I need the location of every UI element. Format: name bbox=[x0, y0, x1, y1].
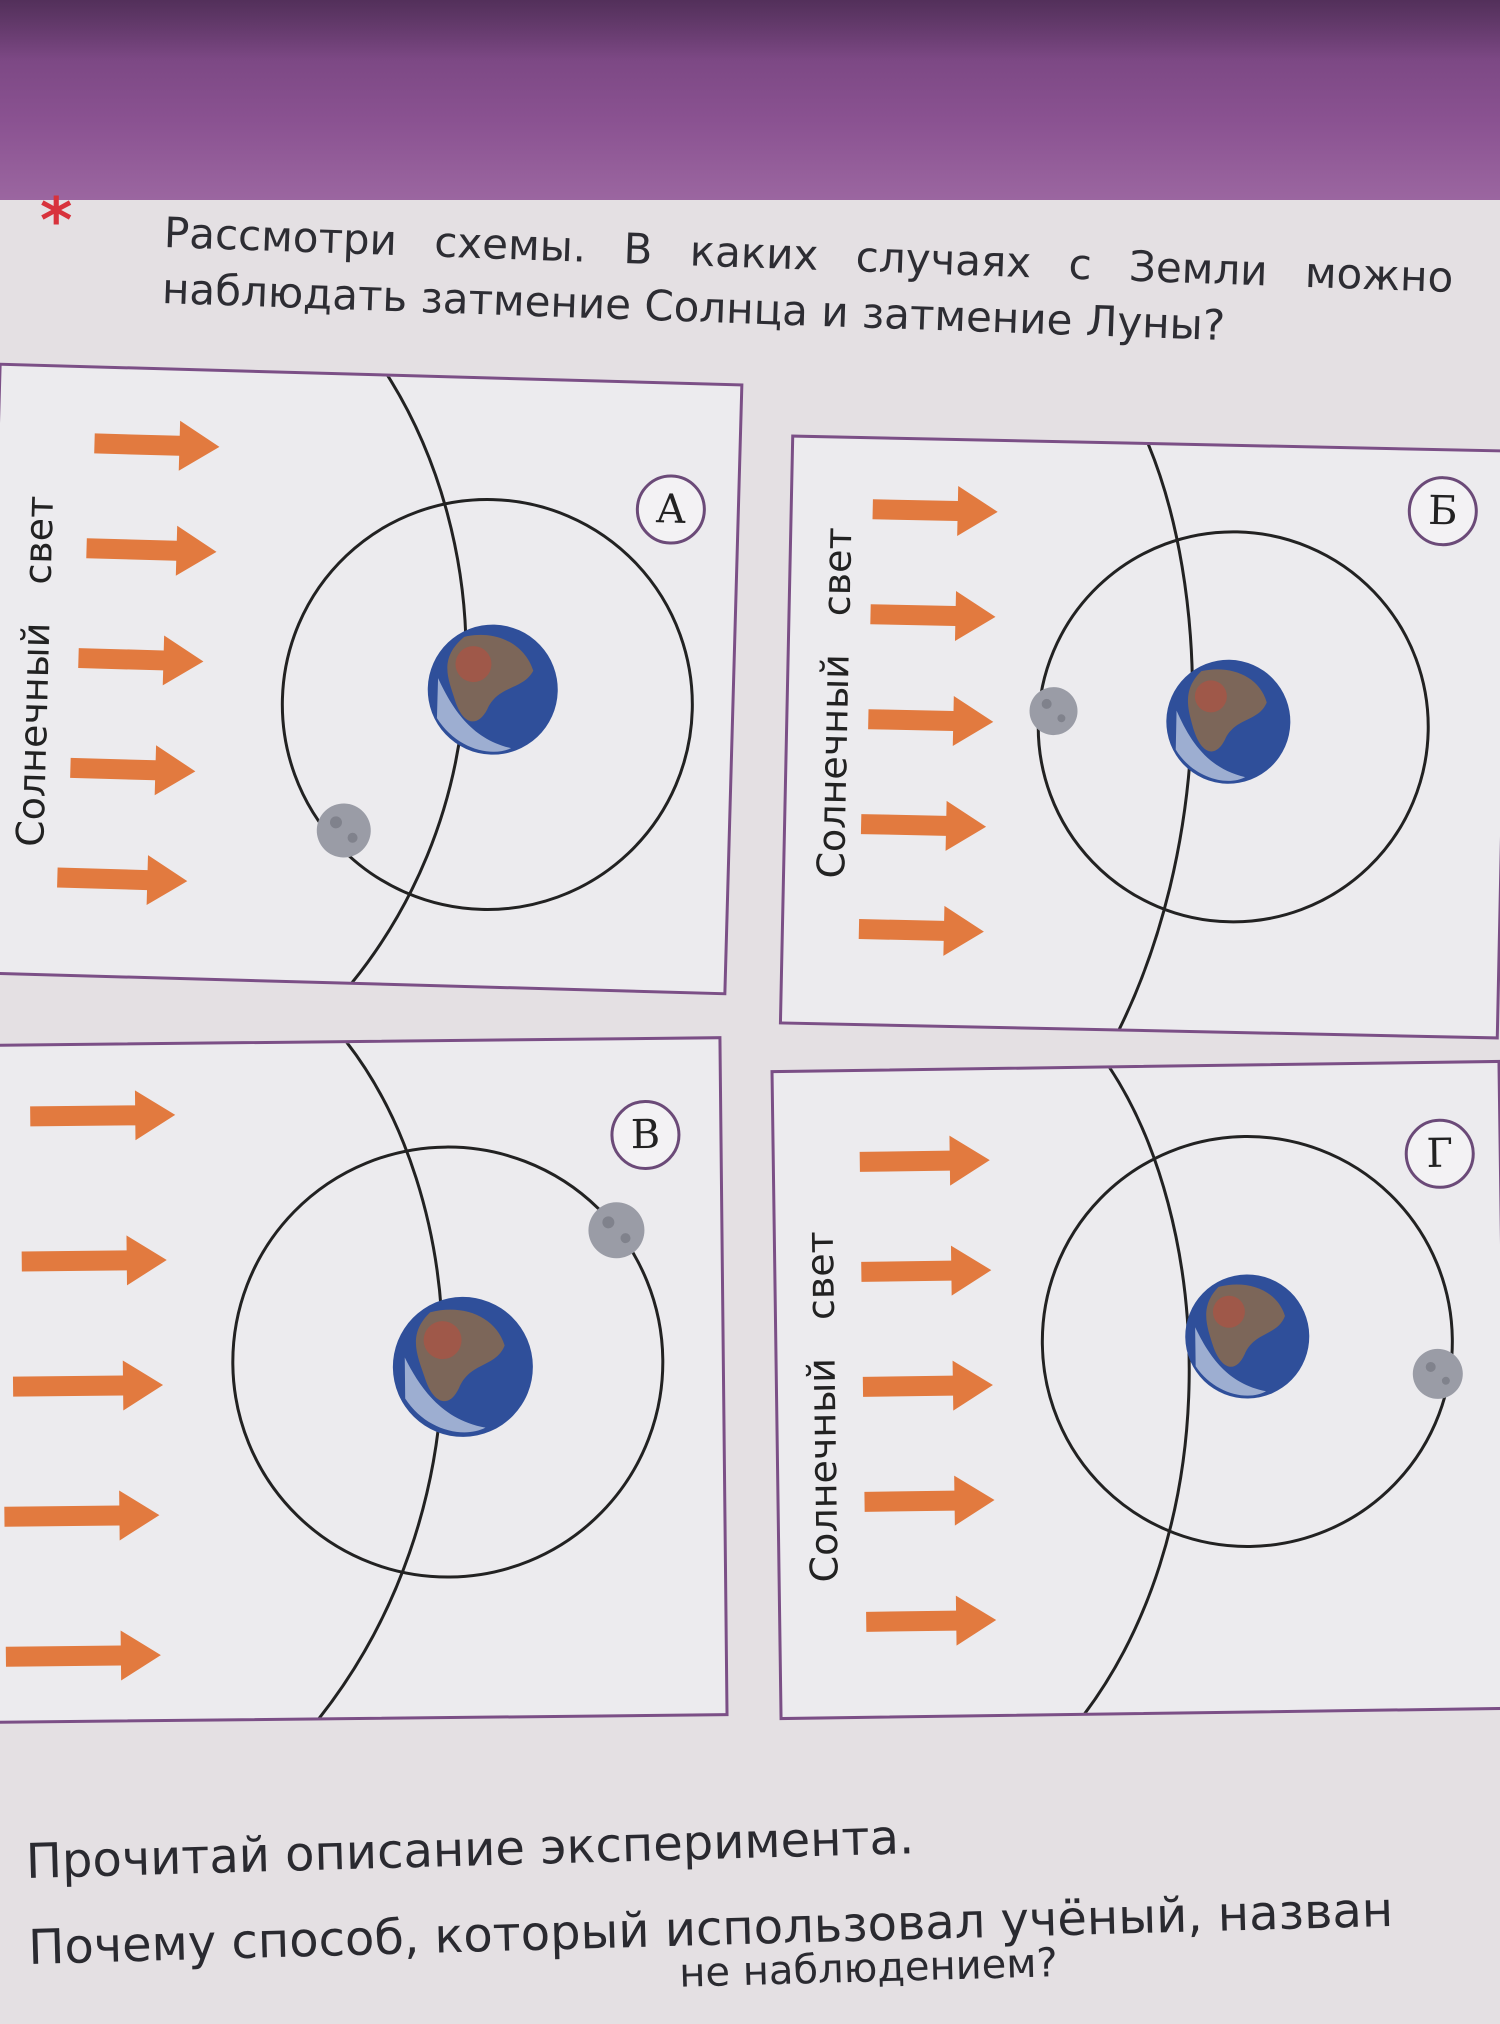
sun-light-arrow-icon bbox=[864, 1475, 995, 1526]
sun-light-arrow-icon bbox=[870, 591, 996, 641]
diagram-panel-a: А Солнечный свет bbox=[0, 362, 744, 996]
sun-light-arrows bbox=[57, 420, 220, 906]
diagram-a-drawing bbox=[57, 365, 694, 996]
moon-orbit bbox=[231, 1145, 665, 1579]
moon-icon bbox=[1412, 1348, 1463, 1399]
sun-light-arrow-icon bbox=[860, 800, 987, 851]
sun-light-arrow-icon bbox=[861, 1245, 992, 1296]
diagram-v-drawing bbox=[4, 1039, 665, 1724]
header-shadow bbox=[0, 0, 1500, 60]
sun-light-arrow-icon bbox=[86, 525, 217, 576]
sun-light-arrow-icon bbox=[78, 635, 204, 686]
sun-light-arrow-icon bbox=[858, 905, 984, 956]
sun-light-arrow-icon bbox=[862, 1360, 993, 1411]
sun-light-arrow-icon bbox=[866, 1595, 997, 1646]
sun-light-arrow-icon bbox=[94, 420, 220, 471]
sun-light-arrows bbox=[4, 1090, 176, 1681]
moon-icon bbox=[588, 1202, 645, 1259]
panel-label-v: В bbox=[610, 1099, 681, 1171]
earth-icon bbox=[1166, 659, 1291, 784]
header-band bbox=[0, 0, 1500, 200]
asterisk-icon: * bbox=[40, 184, 73, 257]
next-task-text: Прочитай описание эксперимента. Почему с… bbox=[25, 1789, 1500, 2024]
sun-light-arrow-icon bbox=[21, 1235, 167, 1286]
next-task-line-1: Прочитай описание эксперимента. bbox=[25, 1809, 915, 1890]
task-question: Рассмотри схемы. В каких случаях с Земли… bbox=[161, 205, 1454, 362]
sun-light-arrow-icon bbox=[872, 486, 998, 537]
moon-icon bbox=[1029, 687, 1078, 736]
sun-light-arrow-icon bbox=[5, 1630, 161, 1681]
earth-icon bbox=[427, 624, 558, 755]
diagram-g-drawing bbox=[859, 1062, 1463, 1721]
sun-light-label: Солнечный свет bbox=[797, 1230, 847, 1583]
moon-icon bbox=[316, 803, 371, 858]
sun-light-arrow-icon bbox=[859, 1135, 990, 1186]
sun-light-arrow-icon bbox=[70, 745, 196, 796]
diagram-panel-b: Б Солнечный свет bbox=[778, 434, 1500, 1040]
terminator-line bbox=[1071, 1062, 1191, 1721]
sun-light-arrow-icon bbox=[12, 1360, 164, 1411]
moon-orbit bbox=[1040, 1134, 1454, 1548]
diagram-panel-v: В bbox=[0, 1036, 729, 1724]
sun-light-arrow-icon bbox=[868, 695, 994, 746]
earth-icon bbox=[1185, 1274, 1310, 1399]
earth-icon bbox=[392, 1296, 533, 1437]
moon-orbit bbox=[280, 497, 694, 911]
sun-light-arrows bbox=[858, 486, 998, 956]
diagram-b-drawing bbox=[858, 437, 1430, 1040]
sun-light-label: Солнечный свет bbox=[808, 526, 861, 879]
sun-light-arrow-icon bbox=[57, 855, 188, 906]
sun-light-arrows bbox=[859, 1135, 997, 1646]
diagram-panel-g: Г Солнечный свет bbox=[770, 1059, 1500, 1721]
sun-light-arrow-icon bbox=[4, 1490, 160, 1541]
sun-light-arrow-icon bbox=[30, 1090, 176, 1141]
